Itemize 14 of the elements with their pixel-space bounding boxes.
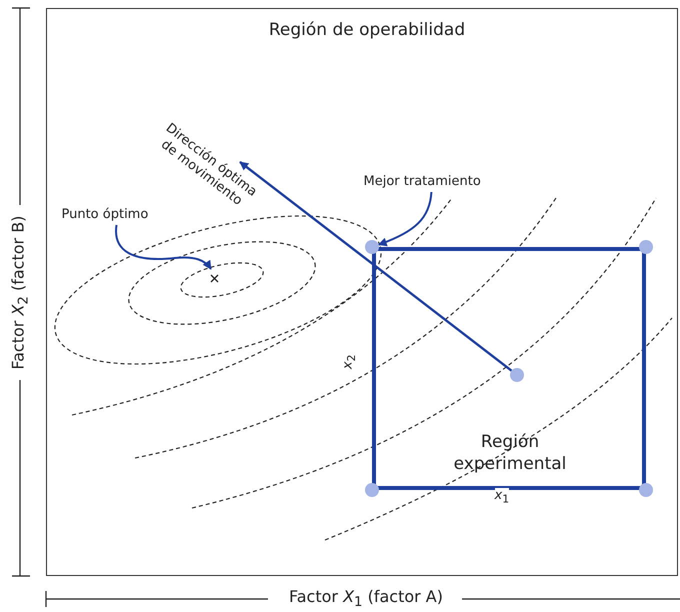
design-point bbox=[510, 368, 524, 382]
design-point bbox=[364, 482, 378, 496]
direction-arrow bbox=[239, 161, 512, 372]
operability-region-frame bbox=[46, 8, 678, 576]
region-title: Región de operabilidad bbox=[268, 19, 466, 41]
region-label: Región experimental bbox=[452, 430, 568, 474]
arrow bbox=[378, 192, 432, 246]
design-point bbox=[638, 482, 652, 496]
design-point bbox=[364, 240, 378, 254]
callout-label: Mejor tratamiento bbox=[364, 172, 500, 192]
experimental-region-box bbox=[372, 246, 646, 490]
callout-label: Punto óptimo bbox=[62, 204, 174, 224]
design-point bbox=[638, 240, 652, 254]
arrow bbox=[115, 224, 212, 270]
